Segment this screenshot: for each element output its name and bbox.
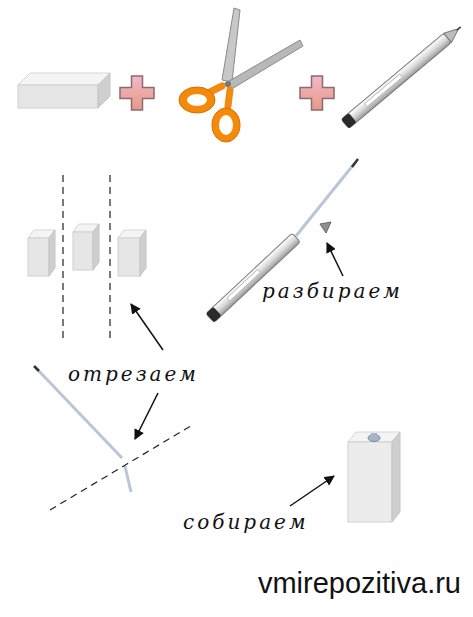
cut-line xyxy=(109,175,110,342)
eraser-piece xyxy=(73,224,99,270)
eraser-piece xyxy=(118,230,146,276)
pen-tip xyxy=(320,222,331,233)
pen-refill xyxy=(296,159,358,236)
eraser xyxy=(18,73,110,108)
pen xyxy=(341,22,464,128)
pen-body xyxy=(206,233,300,322)
step-label: отрезаем xyxy=(68,363,199,385)
step-label: разбираем xyxy=(262,280,403,302)
watermark: vmirepozitiva.ru xyxy=(258,568,461,600)
cut-line xyxy=(50,424,194,510)
step-label: собираем xyxy=(183,511,308,533)
leader-arrow xyxy=(290,476,334,506)
eraser-piece xyxy=(28,230,55,276)
leader-arrow xyxy=(135,393,158,439)
plus-sign xyxy=(120,76,154,110)
plus-sign xyxy=(300,76,334,110)
cut-line xyxy=(62,175,63,342)
scissors xyxy=(179,8,303,142)
leader-arrow xyxy=(327,243,343,276)
leader-arrow xyxy=(131,304,163,350)
assembled-eraser xyxy=(348,432,400,522)
